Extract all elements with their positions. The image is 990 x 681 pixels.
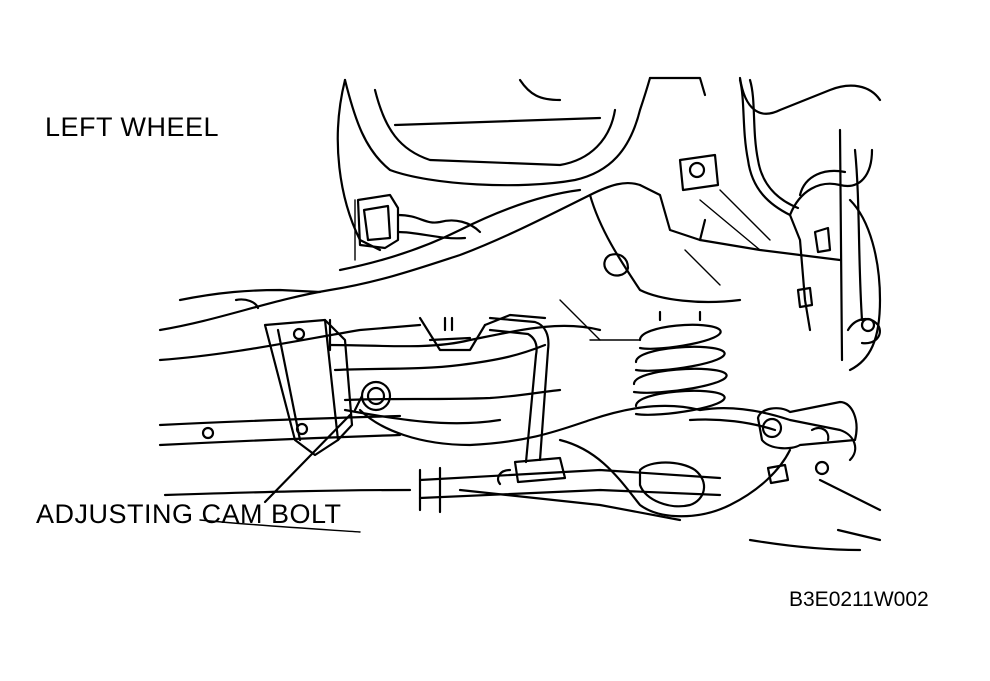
adjusting-cam-bolt	[353, 380, 392, 412]
cam-bolt-leader-line	[263, 413, 352, 504]
crossmember	[158, 181, 842, 362]
lower-arm	[328, 313, 602, 425]
wheel-hub-area	[748, 198, 882, 552]
stabilizer-link	[488, 316, 567, 486]
adjusting-cam-bolt-label: ADJUSTING CAM BOLT	[36, 499, 342, 529]
upper-body-panel	[336, 76, 882, 261]
left-wheel-label: LEFT WHEEL	[45, 112, 220, 142]
knuckle-nut	[766, 460, 830, 485]
shading-strokes	[559, 189, 771, 341]
body-mount-bushing	[356, 193, 482, 250]
figure-code-label: B3E0211W002	[789, 588, 929, 611]
lower-link-bar	[418, 466, 722, 522]
bracket-nut-top	[678, 153, 720, 192]
coil-spring	[632, 310, 728, 416]
knuckle-arm	[358, 404, 857, 518]
arm-bushing-right	[756, 400, 858, 450]
mounting-plate	[263, 318, 354, 457]
brake-hoses	[738, 78, 874, 362]
